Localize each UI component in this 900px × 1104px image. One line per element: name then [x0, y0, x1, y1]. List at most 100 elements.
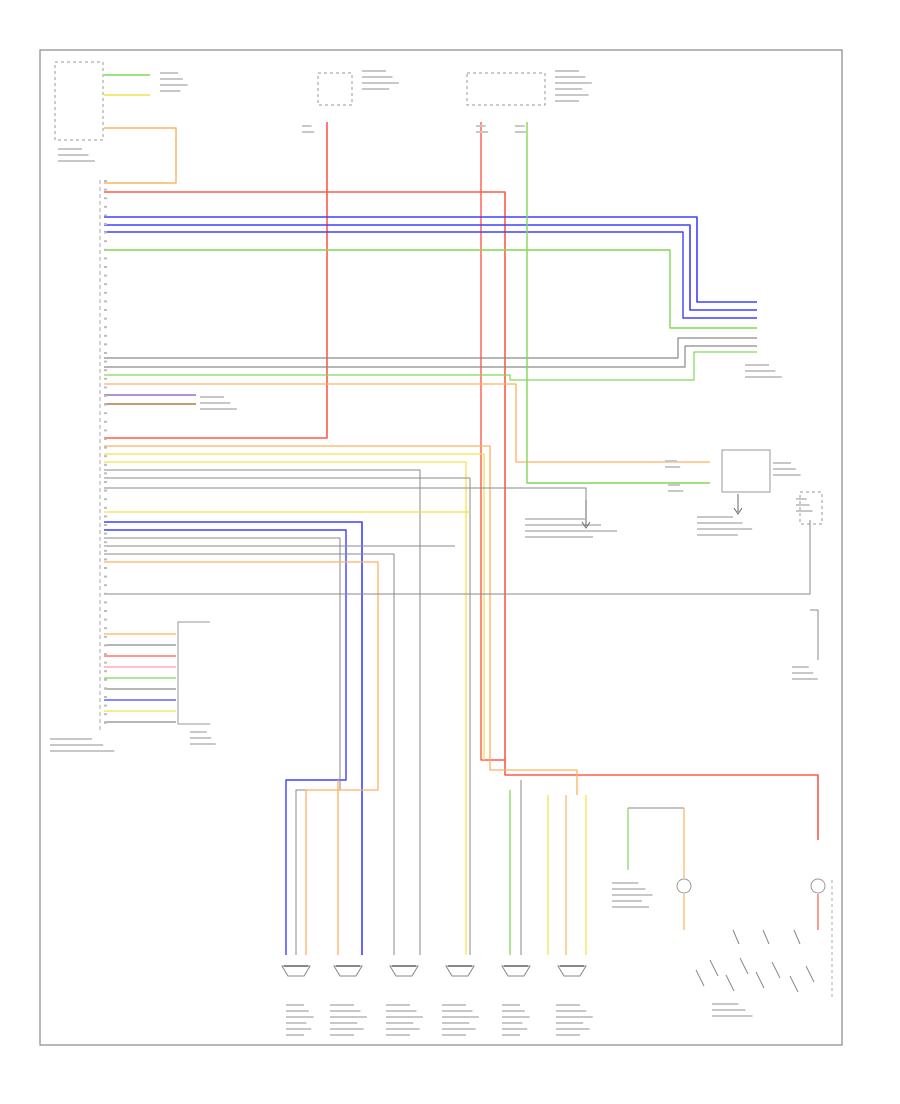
- pin-mark: [104, 309, 107, 311]
- text-mark: [612, 906, 649, 908]
- pin-mark: [104, 386, 107, 389]
- pin-mark: [104, 489, 107, 492]
- illegible-label-marks: [50, 70, 818, 1036]
- text-mark: [160, 72, 178, 74]
- text-mark: [58, 160, 95, 162]
- pin-mark: [104, 283, 107, 286]
- text-mark: [330, 1004, 354, 1006]
- pin-mark: [104, 653, 107, 655]
- wire-gray-speaker: [104, 537, 341, 955]
- pin-mark: [104, 188, 107, 191]
- pin-mark: [104, 687, 107, 690]
- wires-group: [104, 74, 819, 955]
- switch-symbol: [789, 975, 799, 993]
- speaker-symbol: [557, 965, 587, 977]
- switch-symbol: [793, 929, 801, 945]
- pin-mark: [104, 618, 107, 621]
- text-mark: [286, 1004, 304, 1006]
- text-mark: [362, 70, 386, 72]
- text-mark: [160, 78, 183, 80]
- text-mark: [697, 522, 743, 524]
- text-mark: [555, 100, 579, 102]
- text-mark: [555, 88, 583, 90]
- switch-symbol: [709, 959, 719, 977]
- text-mark: [556, 1004, 580, 1006]
- ground-symbol: [733, 494, 743, 515]
- pin-mark: [104, 403, 107, 406]
- wire-yellow-lower: [104, 453, 485, 760]
- text-mark: [555, 70, 579, 72]
- radio-connector-bracket: [177, 621, 210, 725]
- pin-mark: [104, 214, 107, 217]
- pin-mark: [104, 326, 107, 329]
- text-mark: [668, 484, 680, 486]
- speaker-symbol: [281, 965, 311, 977]
- fuse-box-right: [466, 72, 546, 106]
- text-mark: [745, 370, 776, 372]
- switch-symbol: [771, 961, 781, 979]
- text-mark: [697, 528, 753, 530]
- text-mark: [502, 1010, 525, 1012]
- text-mark: [330, 1028, 364, 1030]
- text-mark: [556, 1016, 593, 1018]
- text-mark: [712, 1009, 746, 1011]
- text-mark: [612, 888, 646, 890]
- text-mark: [58, 148, 82, 150]
- text-mark: [386, 1028, 420, 1030]
- text-mark: [665, 466, 681, 468]
- pin-mark: [104, 377, 107, 380]
- wire-gray-ground: [104, 487, 587, 500]
- text-mark: [525, 518, 585, 520]
- pin-mark: [104, 300, 107, 303]
- wire-red-main: [104, 191, 819, 840]
- wire-blue-2: [104, 224, 757, 311]
- pin-mark: [104, 248, 107, 251]
- text-mark: [712, 1003, 739, 1005]
- text-mark: [792, 672, 814, 674]
- text-mark: [515, 131, 528, 133]
- pin-mark: [104, 678, 107, 681]
- text-mark: [386, 1016, 423, 1018]
- pin-mark: [104, 592, 107, 595]
- text-mark: [773, 468, 796, 470]
- wire-gray-1: [104, 337, 757, 359]
- pin-mark: [104, 515, 107, 518]
- wire-gray-long: [104, 520, 811, 595]
- text-mark: [286, 1028, 312, 1030]
- wire-green-module: [526, 122, 710, 484]
- switch-symbol: [762, 929, 770, 945]
- text-mark: [502, 1004, 520, 1006]
- switch-cluster: [627, 807, 819, 993]
- wire-orange-module: [104, 383, 710, 463]
- text-mark: [330, 1022, 358, 1024]
- wire-red-fuse-left: [104, 122, 328, 439]
- text-mark: [555, 82, 592, 84]
- pin-mark: [104, 610, 107, 612]
- text-mark: [612, 894, 653, 896]
- pin-mark: [104, 635, 107, 638]
- speaker-symbol: [501, 965, 531, 977]
- text-mark: [286, 1016, 314, 1018]
- pin-mark: [104, 575, 107, 578]
- text-mark: [476, 125, 486, 127]
- wire-blue-speaker: [104, 521, 363, 955]
- pin-mark: [104, 670, 107, 673]
- ground-group: [581, 494, 743, 529]
- pin-mark: [104, 317, 107, 320]
- switch-symbol: [695, 969, 705, 987]
- text-mark: [792, 666, 809, 668]
- pin-mark: [104, 352, 107, 354]
- wire-gray-lower1: [104, 469, 421, 955]
- wire-orange-lower: [104, 445, 578, 795]
- pin-mark: [104, 360, 107, 363]
- text-mark: [330, 1034, 354, 1036]
- pin-mark: [104, 274, 107, 277]
- wire-yellow-2: [104, 461, 467, 955]
- pin-mark: [104, 231, 107, 234]
- instrument-cluster-box: [54, 61, 104, 141]
- text-mark: [555, 94, 589, 96]
- text-mark: [745, 376, 782, 378]
- text-mark: [773, 462, 791, 464]
- pin-mark: [104, 369, 107, 372]
